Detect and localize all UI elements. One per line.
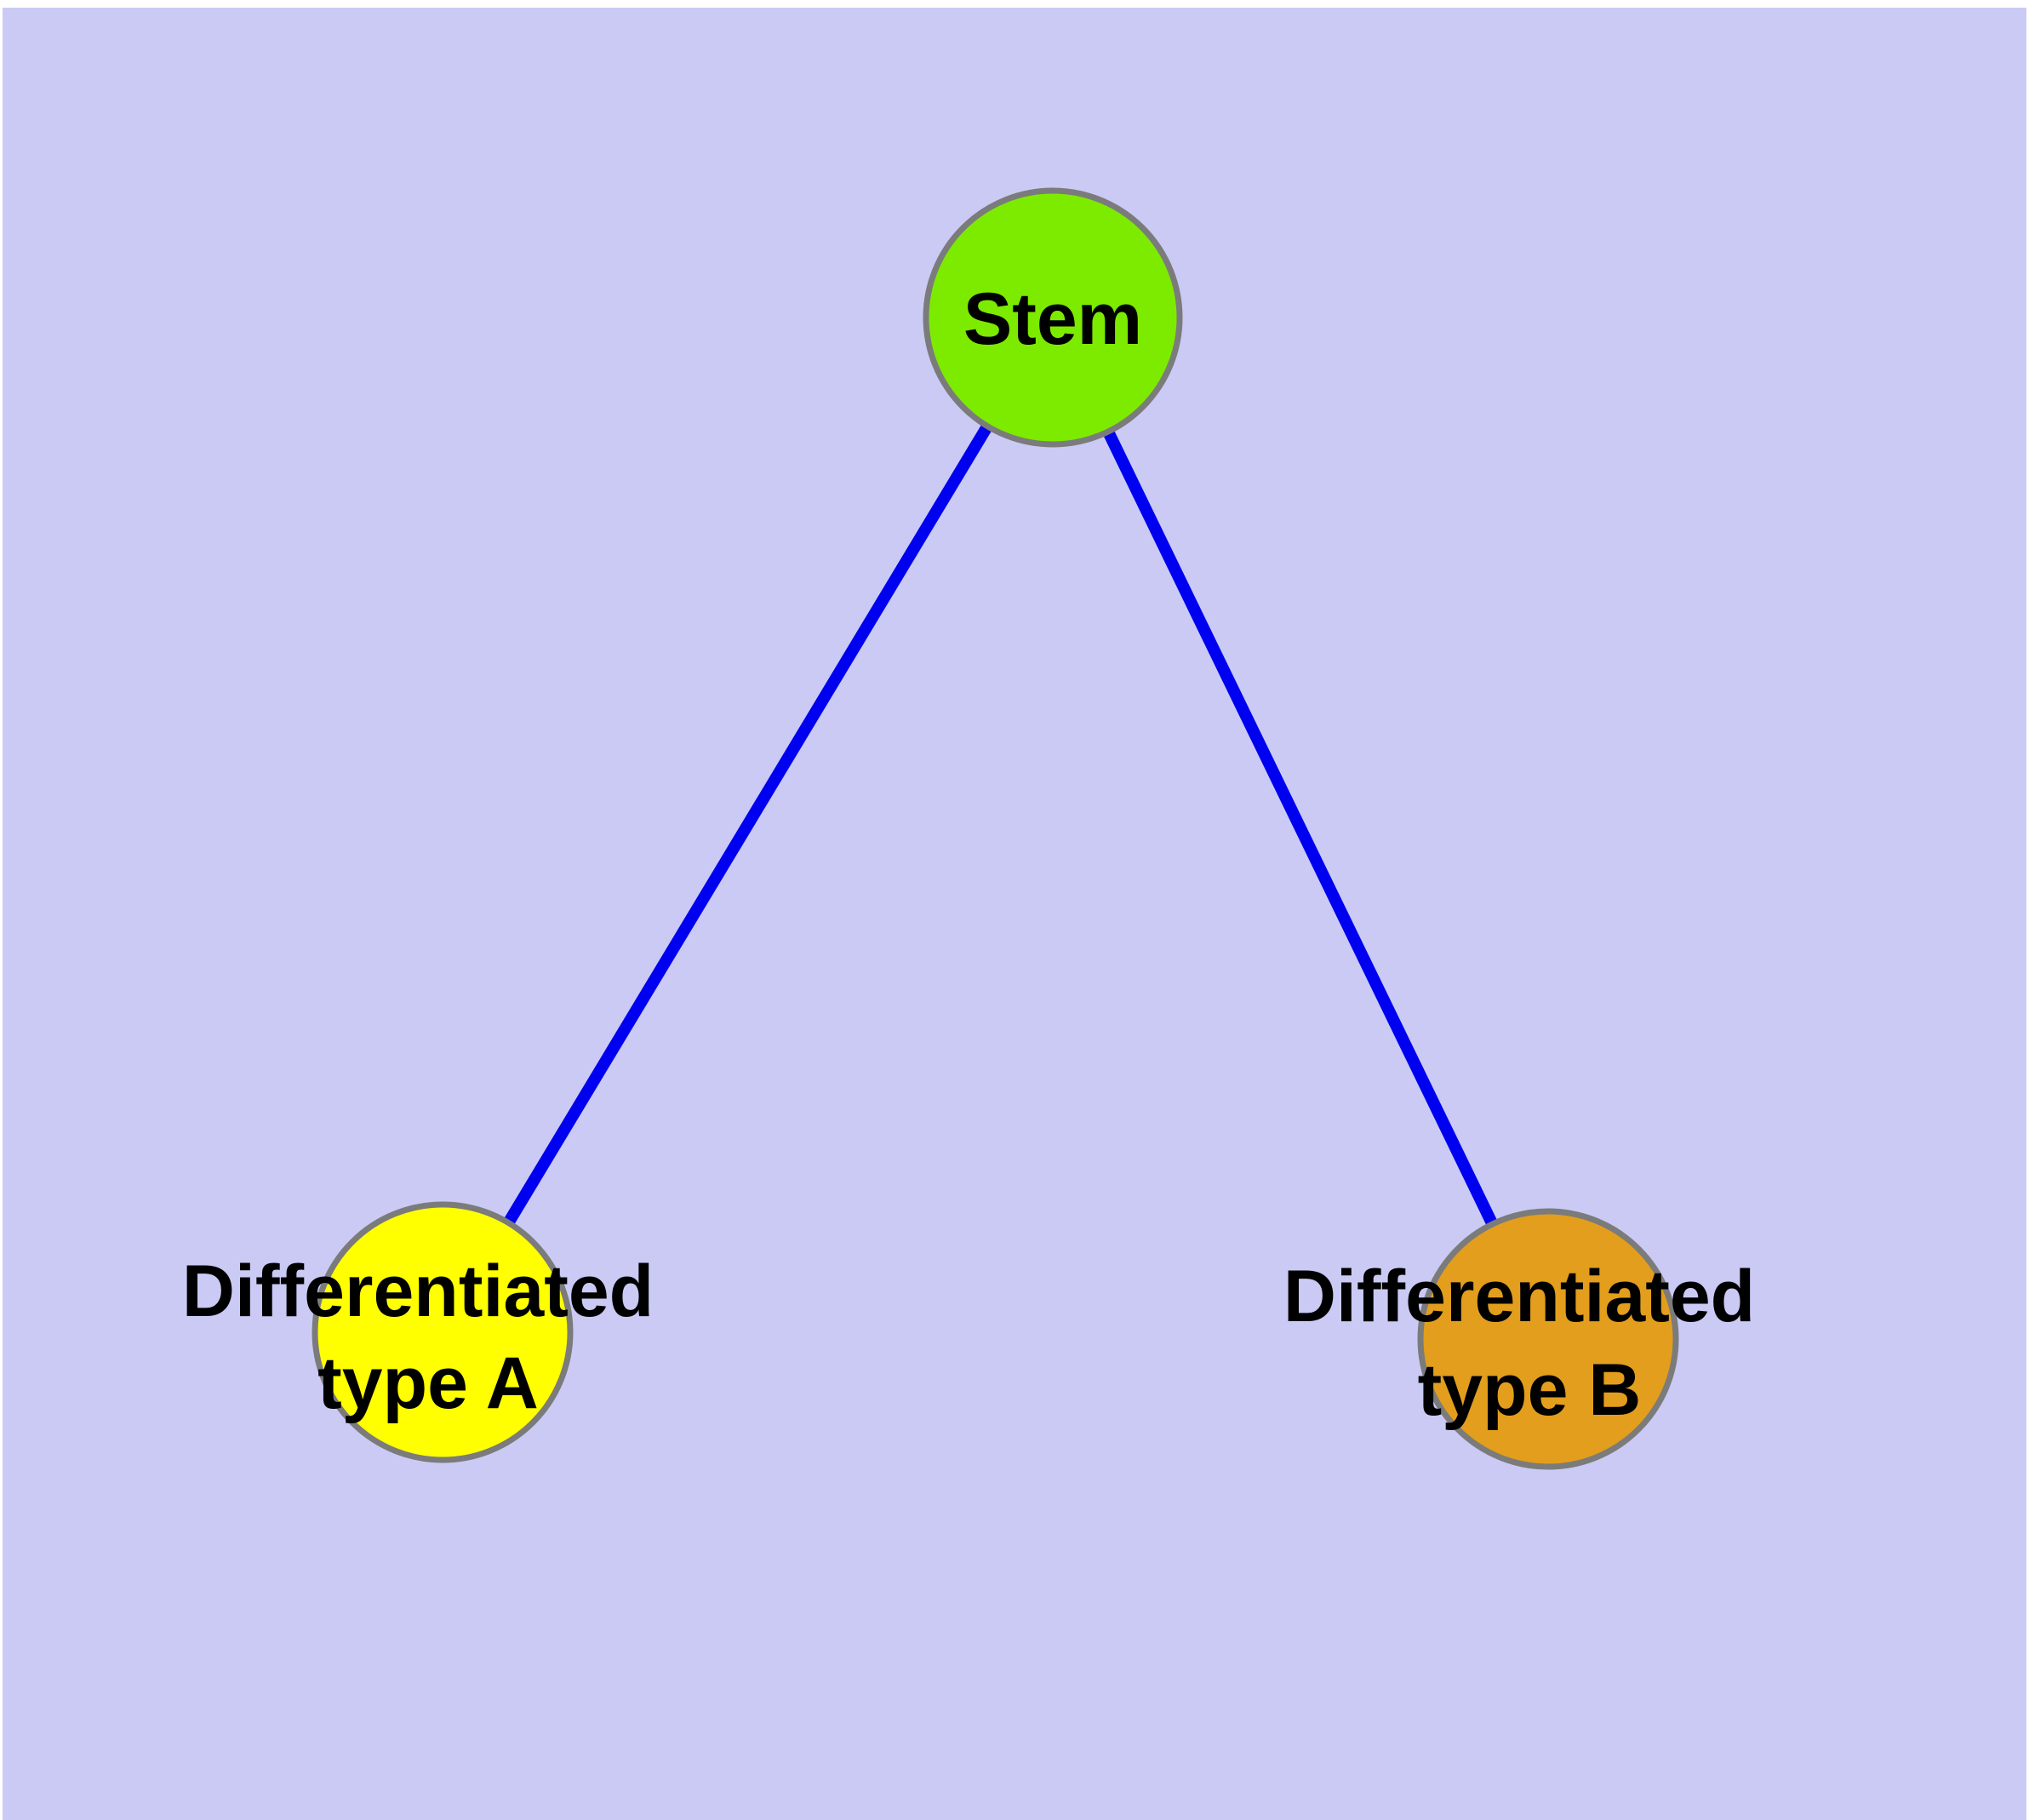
node-type-a-circle bbox=[311, 1201, 574, 1463]
node-type-a-label-line-1: Differentiated bbox=[182, 1251, 654, 1332]
node-type-b-label: Differentiated type B bbox=[1283, 1256, 1775, 1431]
node-stem-circle bbox=[923, 187, 1183, 448]
node-type-a-label: Differentiated type A bbox=[182, 1251, 674, 1424]
node-type-b-label-line-1: Differentiated bbox=[1283, 1256, 1755, 1337]
node-stem: Stem bbox=[923, 187, 1183, 448]
node-type-b-label-line-2: type B bbox=[1418, 1349, 1642, 1431]
node-differentiated-type-b: Differentiated type B bbox=[1283, 1208, 1775, 1470]
node-stem-label: Stem bbox=[963, 278, 1142, 360]
edge-stem-to-type-a bbox=[437, 314, 1058, 1336]
node-type-a-label-line-2: type A bbox=[317, 1342, 539, 1424]
edge-stem-to-type-b bbox=[1047, 314, 1554, 1342]
node-differentiated-type-a: Differentiated type A bbox=[182, 1201, 674, 1463]
edge-group bbox=[437, 314, 1554, 1342]
node-type-b-circle bbox=[1417, 1208, 1679, 1470]
